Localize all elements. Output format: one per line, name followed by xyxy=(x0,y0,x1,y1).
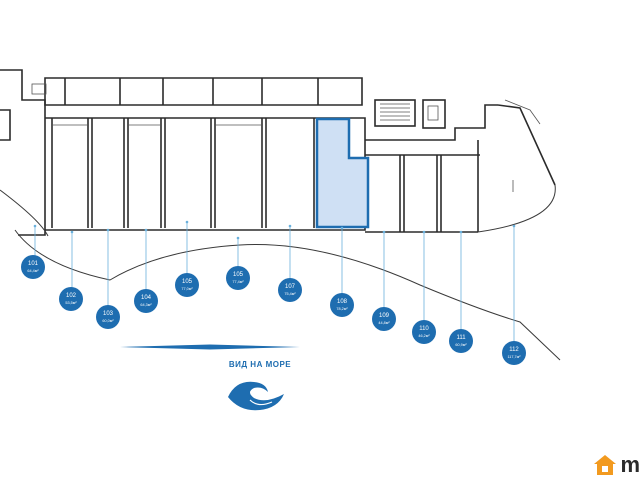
wave-icon xyxy=(228,381,284,411)
terrace-boundary xyxy=(14,229,561,361)
svg-text:64,4м²: 64,4м² xyxy=(27,269,39,273)
building-walls xyxy=(0,69,556,237)
unit-marker-0[interactable]: 101 64,4м² xyxy=(21,255,45,279)
svg-text:60,0м²: 60,0м² xyxy=(102,319,114,323)
brand-text: m xyxy=(620,452,640,477)
svg-text:105: 105 xyxy=(233,272,244,278)
unit-marker-6[interactable]: 107 75,4м² xyxy=(278,278,302,302)
svg-text:102: 102 xyxy=(66,293,77,299)
unit-marker-8[interactable]: 109 44,8м² xyxy=(372,307,396,331)
svg-text:117,7м²: 117,7м² xyxy=(507,355,521,359)
svg-text:112: 112 xyxy=(509,347,519,353)
unit-marker-3[interactable]: 104 64,3м² xyxy=(134,289,158,313)
svg-text:105: 105 xyxy=(182,279,193,285)
unit-marker-2[interactable]: 103 60,0м² xyxy=(96,305,120,329)
sea-view-line xyxy=(120,344,300,350)
svg-text:110: 110 xyxy=(419,326,429,332)
svg-text:75,4м²: 75,4м² xyxy=(284,292,296,296)
svg-text:104: 104 xyxy=(141,295,152,301)
unit-108-highlight[interactable] xyxy=(315,117,370,229)
unit-marker-1[interactable]: 102 53,5м² xyxy=(59,287,83,311)
unit-marker-11[interactable]: 112 117,7м² xyxy=(502,341,526,365)
svg-text:111: 111 xyxy=(456,335,466,341)
unit-marker-4[interactable]: 105 77,0м² xyxy=(175,273,199,297)
svg-text:103: 103 xyxy=(103,311,114,317)
sea-view-label: ВИД НА МОРЕ xyxy=(229,360,291,369)
brand-watermark: m xyxy=(593,452,640,478)
svg-text:46,2м²: 46,2м² xyxy=(418,334,430,338)
svg-text:101: 101 xyxy=(28,261,39,267)
svg-text:77,4м²: 77,4м² xyxy=(232,280,244,284)
svg-text:64,3м²: 64,3м² xyxy=(140,303,152,307)
svg-text:107: 107 xyxy=(285,284,296,290)
svg-text:77,0м²: 77,0м² xyxy=(181,287,193,291)
svg-text:44,8м²: 44,8м² xyxy=(378,321,390,325)
svg-text:109: 109 xyxy=(379,313,390,319)
house-logo-icon xyxy=(594,455,617,475)
svg-text:53,5м²: 53,5м² xyxy=(65,301,77,305)
unit-marker-9[interactable]: 110 46,2м² xyxy=(412,320,436,344)
svg-text:78,2м²: 78,2м² xyxy=(336,307,348,311)
svg-text:60,9м²: 60,9м² xyxy=(455,343,467,347)
unit-marker-10[interactable]: 111 60,9м² xyxy=(449,329,473,353)
unit-marker-7[interactable]: 108 78,2м² xyxy=(330,293,354,317)
svg-text:108: 108 xyxy=(337,299,348,305)
unit-marker-5[interactable]: 105 77,4м² xyxy=(226,266,250,290)
